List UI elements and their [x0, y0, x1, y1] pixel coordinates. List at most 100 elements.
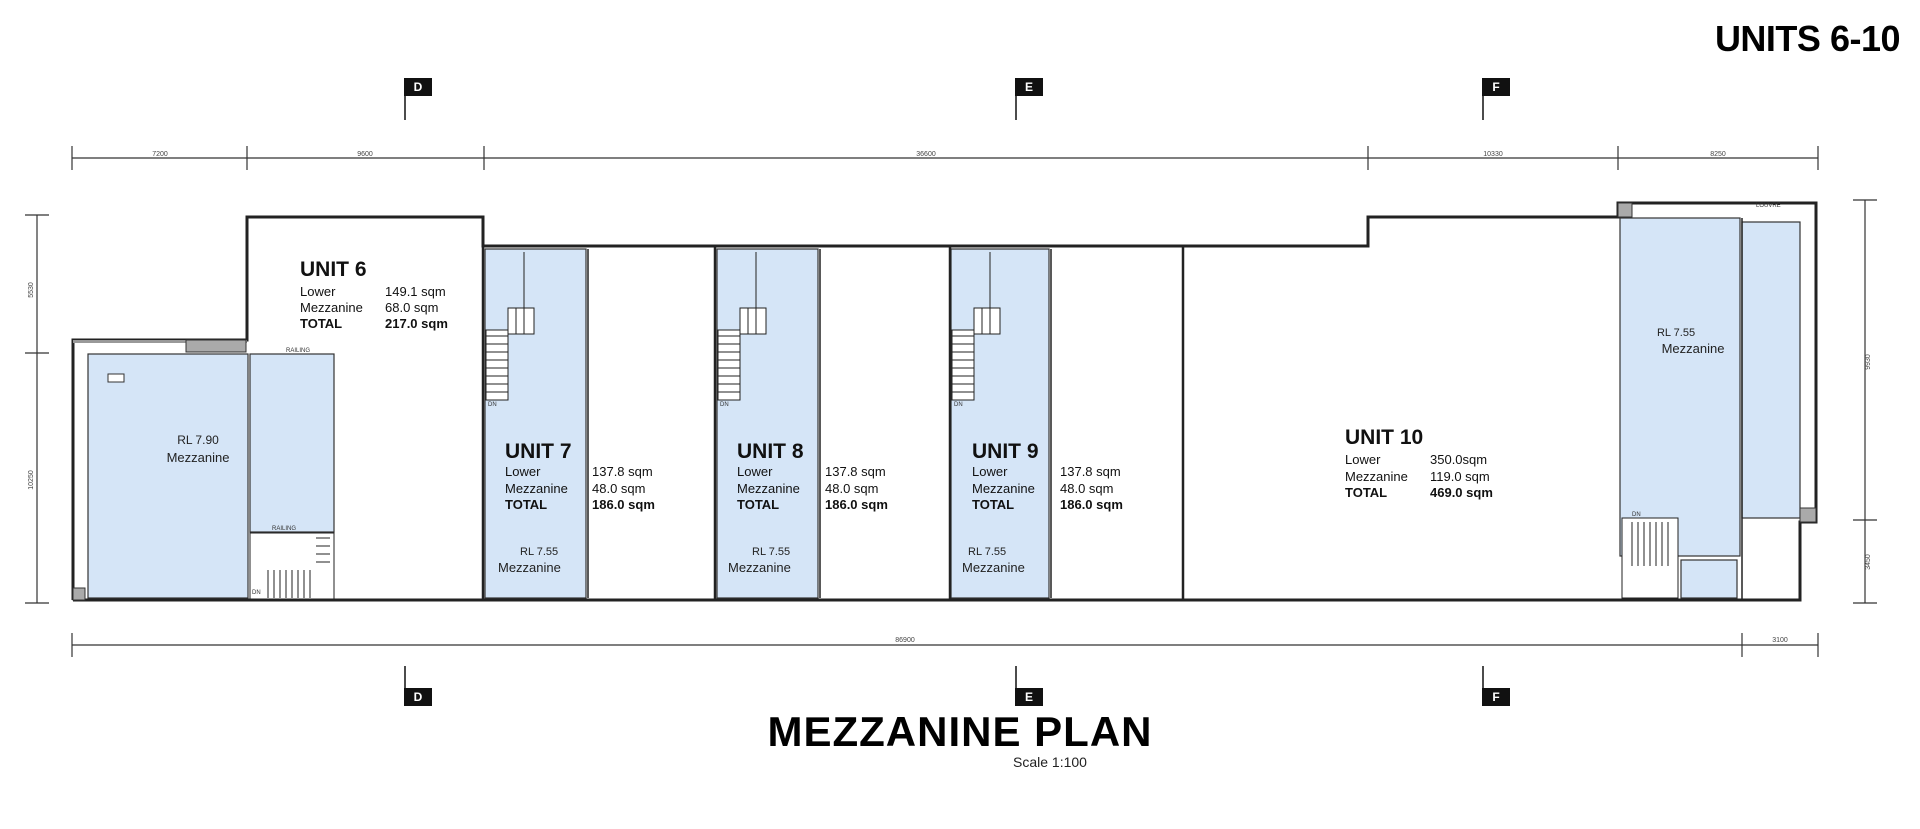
unit-8-rl-label: Mezzanine: [728, 560, 791, 575]
dimension-line-left: [25, 214, 49, 604]
stair-unit-8: [717, 252, 767, 401]
unit-9-rl: RL 7.55: [968, 546, 1006, 558]
unit-8-mezz-label: Mezzanine: [737, 481, 800, 496]
unit-6-rl-label: Mezzanine: [167, 450, 230, 465]
unit-6-lower-area: 149.1 sqm: [385, 284, 446, 299]
grid-label-f-bottom: F: [1492, 690, 1499, 704]
grid-markers-top: [404, 96, 1484, 120]
dimension-line-bottom: [71, 633, 1819, 657]
unit-9-mezz-area: 48.0 sqm: [1060, 481, 1113, 496]
mezzanine-unit-6-b: [249, 353, 335, 533]
unit-6-rl: RL 7.90: [177, 433, 219, 447]
dim-bottom-2: 3100: [1772, 637, 1788, 644]
dn-note-unit-10: DN: [1632, 512, 1641, 518]
unit-10-rl: RL 7.55: [1657, 327, 1695, 339]
unit-9-label: UNIT 9 Lower 137.8 sqm Mezzanine 48.0 sq…: [962, 440, 1123, 575]
unit-7-total-label: TOTAL: [505, 497, 547, 512]
mezzanine-unit-9: [950, 248, 1050, 599]
stair-unit-9: [951, 252, 1001, 401]
unit-7-rl-label: Mezzanine: [498, 560, 561, 575]
unit-10-total-label: TOTAL: [1345, 485, 1387, 500]
grid-label-e-bottom: E: [1025, 690, 1033, 704]
hatch-symbol-unit-6: [107, 373, 125, 383]
dim-top-1: 7200: [152, 151, 168, 158]
mezzanine-unit-8: [716, 248, 819, 599]
dim-left-2: 10250: [28, 470, 35, 490]
unit-8-mezz-area: 48.0 sqm: [825, 481, 878, 496]
unit-7-label: UNIT 7 Lower 137.8 sqm Mezzanine 48.0 sq…: [498, 440, 655, 575]
unit-10-lower-label: Lower: [1345, 452, 1381, 467]
grid-box-f-top: [1482, 78, 1510, 96]
railing-note-unit-6: RAILING: [286, 348, 310, 354]
dim-left-1: 5530: [28, 282, 35, 298]
dimension-line-top: [71, 146, 1819, 170]
unit-7-lower-label: Lower: [505, 464, 541, 479]
unit-10-title: UNIT 10: [1345, 426, 1423, 449]
unit-10-label: UNIT 10 Lower 350.0sqm Mezzanine 119.0 s…: [1345, 327, 1724, 500]
unit-9-lower-label: Lower: [972, 464, 1008, 479]
grid-label-f-top: F: [1492, 80, 1499, 94]
party-walls: [481, 246, 1185, 600]
unit-6-total-label: TOTAL: [300, 316, 342, 331]
grid-box-d-top: [404, 78, 432, 96]
unit-10-total-area: 469.0 sqm: [1430, 485, 1493, 500]
unit-8-lower-label: Lower: [737, 464, 773, 479]
unit-8-total-area: 186.0 sqm: [825, 497, 888, 512]
dim-right-1: 9930: [1865, 354, 1872, 370]
unit-9-mezz-label: Mezzanine: [972, 481, 1035, 496]
dim-top-5: 8250: [1710, 151, 1726, 158]
unit-7-lower-area: 137.8 sqm: [592, 464, 653, 479]
unit-9-lower-area: 137.8 sqm: [1060, 464, 1121, 479]
unit-8-title: UNIT 8: [737, 440, 804, 463]
dn-note-unit-8: DN: [720, 402, 729, 408]
grid-box-f-bottom: [1482, 688, 1510, 706]
unit-6-mezz-area: 68.0 sqm: [385, 300, 438, 315]
unit-9-rl-label: Mezzanine: [962, 560, 1025, 575]
unit-7-title: UNIT 7: [505, 440, 572, 463]
dn-note-unit-9: DN: [954, 402, 963, 408]
unit-9-total-label: TOTAL: [972, 497, 1014, 512]
dim-right-2: 3450: [1865, 554, 1872, 570]
unit-8-rl: RL 7.55: [752, 546, 790, 558]
grid-box-d-bottom: [404, 688, 432, 706]
grid-markers-bottom: [404, 666, 1484, 690]
unit-7-mezz-area: 48.0 sqm: [592, 481, 645, 496]
dim-bottom-1: 86900: [895, 637, 915, 644]
column-unit-10-right: [1799, 507, 1817, 523]
unit-6-title: UNIT 6: [300, 258, 367, 281]
louvre-note: LOUVRE: [1756, 203, 1781, 209]
stair-unit-10: [1621, 517, 1679, 599]
unit-10-lower-area: 350.0sqm: [1430, 452, 1487, 467]
unit-6-mezz-label: Mezzanine: [300, 300, 363, 315]
dim-top-4: 10330: [1483, 151, 1503, 158]
mezzanine-unit-10-b: [1741, 221, 1801, 519]
stairs: [249, 252, 1679, 600]
dim-top-3: 36600: [916, 151, 936, 158]
plan-title: MEZZANINE PLAN: [767, 708, 1153, 755]
sheet-title: UNITS 6-10: [1714, 18, 1901, 59]
unit-9-title: UNIT 9: [972, 440, 1039, 463]
column-unit-6-corner: [72, 587, 86, 601]
unit-7-mezz-label: Mezzanine: [505, 481, 568, 496]
stair-treads-unit-6: [267, 537, 330, 598]
unit-10-mezz-label: Mezzanine: [1345, 469, 1408, 484]
grid-box-e-top: [1015, 78, 1043, 96]
roof-edge-unit-6: [73, 340, 247, 343]
unit-6-label: UNIT 6 Lower 149.1 sqm Mezzanine 68.0 sq…: [167, 258, 448, 465]
unit-9-total-area: 186.0 sqm: [1060, 497, 1123, 512]
mezzanine-areas: [87, 217, 1801, 599]
dim-top-2: 9600: [357, 151, 373, 158]
dn-note-unit-6: DN: [252, 590, 261, 596]
grid-label-e-top: E: [1025, 80, 1033, 94]
unit-7-total-area: 186.0 sqm: [592, 497, 655, 512]
dimension-line-right: [1853, 199, 1877, 604]
grid-marker-boxes: [404, 78, 1510, 706]
grid-box-e-bottom: [1015, 688, 1043, 706]
mezzanine-unit-10-a: [1619, 217, 1741, 557]
unit-6-total-area: 217.0 sqm: [385, 316, 448, 331]
unit-7-rl: RL 7.55: [520, 546, 558, 558]
stair-unit-7: [485, 252, 535, 401]
scale-label: Scale 1:100: [1013, 754, 1087, 770]
unit-8-label: UNIT 8 Lower 137.8 sqm Mezzanine 48.0 sq…: [728, 440, 888, 575]
